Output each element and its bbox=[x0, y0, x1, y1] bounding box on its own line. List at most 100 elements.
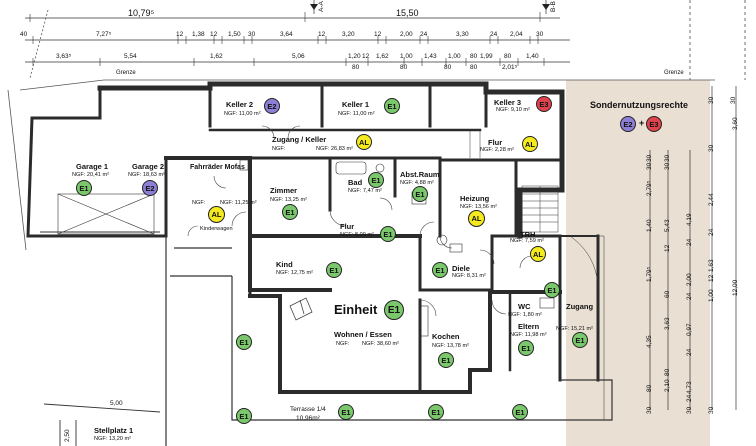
dim-col-b-1: 5,43 bbox=[664, 219, 671, 232]
garage-ramp bbox=[40, 193, 160, 235]
room-flur-keller-ngf: NGF: 2,28 m² bbox=[480, 147, 514, 153]
dim-row3-4: 1,20 bbox=[348, 53, 361, 60]
dim-col-c-6: 4,73 bbox=[686, 381, 693, 394]
dim-row2-8: 12 bbox=[318, 31, 326, 38]
room-kochen-name: Kochen bbox=[432, 332, 460, 341]
dim-row2-10: 12 bbox=[374, 31, 382, 38]
dim-col-a-2: 1,40 bbox=[646, 219, 653, 232]
room-garage1-name: Garage 1 bbox=[76, 162, 109, 171]
badge-wc: E1 bbox=[544, 282, 560, 298]
dim-col-b-2: 12 bbox=[664, 244, 671, 252]
dim-col-c-5: 24 bbox=[686, 348, 693, 356]
section-markers bbox=[310, 4, 550, 10]
dimension-lines bbox=[25, 0, 746, 410]
dim-row2-5: 1,50 bbox=[228, 31, 241, 38]
dim-col-d-4: 1,00 bbox=[708, 289, 715, 302]
badge-zugang: E1 bbox=[572, 332, 588, 348]
sondernutzung-area bbox=[566, 80, 710, 446]
dim-col-a-1: 2,79⁵ bbox=[646, 180, 653, 196]
stellplatz-dim-depth: 2,50 bbox=[64, 429, 71, 442]
einheit-label: Einheit bbox=[334, 302, 378, 317]
dim-col-c-7: 24 bbox=[686, 394, 693, 402]
dim-col-c-3: 24 bbox=[686, 292, 693, 300]
dim-col-b-0: 30 bbox=[664, 162, 671, 170]
room-keller3-name: Keller 3 bbox=[494, 98, 522, 107]
room-flur-ngf: NGF: 8,09 m² bbox=[340, 232, 374, 238]
dim-row2-1: 7,27⁵ bbox=[96, 31, 112, 38]
room-keller2-name: Keller 2 bbox=[226, 100, 254, 109]
dim-row2-2: 12 bbox=[176, 31, 184, 38]
dim-col-a-6: 30 bbox=[646, 406, 653, 414]
room-zugang-name: Zugang bbox=[566, 302, 594, 311]
room-bad-name: Bad bbox=[348, 178, 363, 187]
room-zimmer-name: Zimmer bbox=[270, 186, 298, 195]
badge-einheit: E1 bbox=[384, 300, 404, 320]
room-wohnen-ngf-label: NGF: bbox=[336, 341, 350, 347]
doors bbox=[187, 125, 533, 317]
dim-right-360: 3,60 bbox=[732, 117, 739, 130]
sondernutzung-plus: + bbox=[639, 118, 645, 128]
room-flur-keller-name: Flur bbox=[488, 138, 503, 147]
dim-row2-13: 3,30 bbox=[456, 31, 469, 38]
room-diele-ngf: NGF: 8,31 m² bbox=[452, 273, 486, 279]
room-flur-name: Flur bbox=[340, 222, 355, 231]
dim-col-b-6: 2,10 bbox=[664, 379, 671, 392]
room-garage1-ngf: NGF: 20,41 m² bbox=[72, 172, 109, 178]
living-fixtures bbox=[289, 297, 313, 321]
room-kind-ngf: NGF: 12,75 m² bbox=[276, 270, 313, 276]
dim-row3-1: 5,54 bbox=[124, 53, 137, 60]
dim-row2-11: 2,00 bbox=[400, 31, 413, 38]
dim-row2-15: 2,04 bbox=[510, 31, 523, 38]
badge-kind: E1 bbox=[326, 262, 342, 278]
badge-diele: E1 bbox=[432, 262, 448, 278]
badge-abst: E1 bbox=[412, 186, 428, 202]
room-wc-ngf: NGF: 1,80 m² bbox=[508, 312, 542, 318]
dim-row2-6: 30 bbox=[248, 31, 256, 38]
dim-row2-0: 40 bbox=[20, 31, 28, 38]
dim-misc-0: 30 bbox=[708, 96, 715, 104]
room-wohnen-name: Wohnen / Essen bbox=[334, 330, 392, 339]
room-garage2-ngf: NGF: 18,63 m² bbox=[128, 172, 165, 178]
badge-flur-keller: AL bbox=[522, 136, 538, 152]
dim-row3-5: 12 bbox=[362, 53, 370, 60]
dim-col-d-3: 12 bbox=[708, 274, 715, 282]
dim-col-b-3: 60 bbox=[664, 290, 671, 298]
dim-total-right: 15,50 bbox=[396, 8, 419, 18]
dim-col-a-4: 4,35 bbox=[646, 335, 653, 348]
room-eltern-name: Eltern bbox=[518, 322, 540, 331]
room-abst-name: Abst.Raum bbox=[400, 170, 440, 179]
badge-terrace-4: E1 bbox=[428, 404, 444, 420]
stellplatz-dim-width: 5,00 bbox=[110, 400, 123, 407]
badge-terrace-1: E1 bbox=[236, 334, 252, 350]
dim-row3-sub-1: 80 bbox=[400, 64, 408, 71]
badge-terrace-2: E1 bbox=[236, 408, 252, 424]
dim-row2-9: 3,20 bbox=[342, 31, 355, 38]
dim-row3-sub-3: 80 bbox=[470, 64, 478, 71]
dim-misc-3: 30 bbox=[708, 144, 715, 152]
dim-misc-4: 30 bbox=[730, 96, 737, 104]
dim-col-d-1: 24 bbox=[708, 228, 715, 236]
dim-row3-6: 1,62 bbox=[376, 53, 389, 60]
dim-col-a-5: 80 bbox=[646, 384, 653, 392]
dim-col-a-0: 30 bbox=[646, 162, 653, 170]
room-trh-ngf: NGF: 7,59 m² bbox=[510, 238, 544, 244]
dim-row3-10: 80 bbox=[470, 53, 478, 60]
section-b: B-B bbox=[550, 1, 557, 12]
dim-row2-16: 30 bbox=[536, 31, 544, 38]
room-zugang-keller-ngf-label: NGF: bbox=[272, 146, 286, 152]
badge-bad: E1 bbox=[368, 172, 384, 188]
room-fahrrad-ngf: NGF: 11,25 m² bbox=[220, 200, 257, 206]
badge-e3-sn: E3 bbox=[646, 116, 662, 132]
badge-zugang-keller: AL bbox=[356, 134, 372, 150]
room-wohnen-ngf: NGF: 38,60 m² bbox=[362, 341, 399, 347]
staircase bbox=[469, 130, 605, 420]
dim-row3-9: 1,00 bbox=[448, 53, 461, 60]
stellplatz-lines bbox=[43, 403, 161, 446]
badge-garage1: E1 bbox=[76, 180, 92, 196]
badge-terrace-5: E1 bbox=[512, 404, 528, 420]
dim-row3-8: 1,43 bbox=[424, 53, 437, 60]
dim-row2-3: 1,38 bbox=[192, 31, 205, 38]
dim-col-b-5: 80 bbox=[664, 368, 671, 376]
dim-col-c-0: 4,19 bbox=[686, 213, 693, 226]
